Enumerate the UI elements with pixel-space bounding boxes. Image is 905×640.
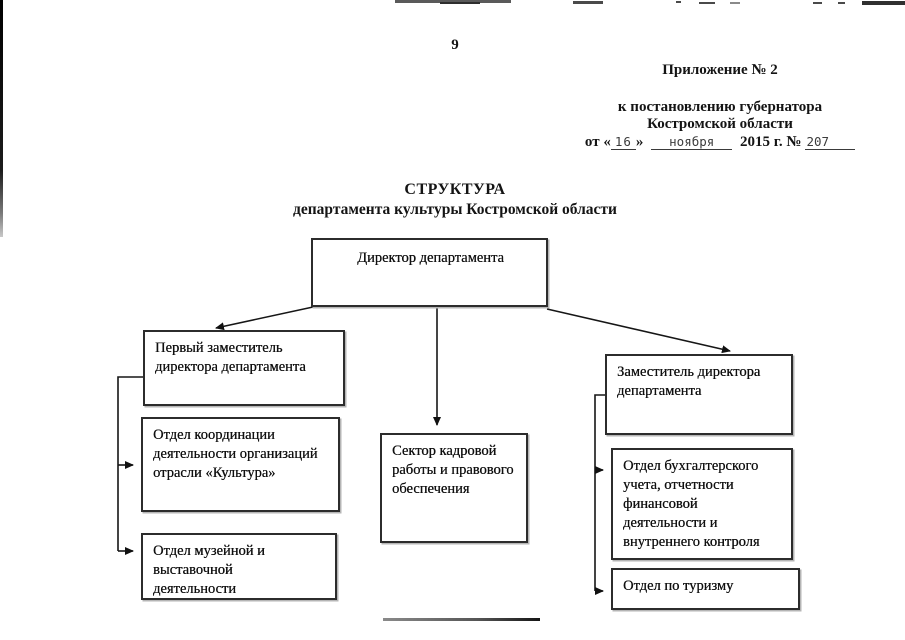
scan-artifact: [440, 2, 480, 4]
scan-artifact: [395, 0, 511, 3]
org-box-label: Директор департамента: [357, 250, 504, 266]
scan-artifact: [838, 2, 845, 4]
scan-edge-artifact: [0, 0, 3, 237]
doc-number-fill: 207: [804, 135, 856, 150]
date-day-fill: 16: [610, 135, 636, 150]
scan-artifact: [699, 2, 715, 4]
org-box-label: Отдел по туризму: [623, 578, 734, 594]
page-number: 9: [451, 37, 459, 53]
org-box-label: Отдел музейной и выставочной деятельност…: [153, 543, 265, 597]
scan-artifact: [862, 1, 905, 5]
org-box-label: Отдел бухгалтерского учета, отчетности ф…: [623, 458, 760, 550]
org-box-label: Первый заместитель директора департамент…: [155, 340, 306, 375]
org-box-first-deputy: Первый заместитель директора департамент…: [143, 330, 345, 406]
document-title: СТРУКТУРА: [404, 181, 506, 198]
cutoff-box-edge: [383, 618, 540, 621]
date-month-fill: ноября: [651, 135, 733, 150]
scan-artifact: [813, 2, 822, 4]
scan-artifact: [573, 1, 603, 4]
date-prefix: от «: [584, 134, 611, 150]
appendix-block: Приложение № 2 к постановлению губернато…: [555, 62, 885, 151]
org-box-coordination: Отдел координации деятельности организац…: [141, 417, 340, 512]
document-subtitle: департамента культуры Костромской област…: [293, 201, 617, 218]
org-box-label: Отдел координации деятельности организац…: [153, 427, 318, 481]
org-box-accounting: Отдел бухгалтерского учета, отчетности ф…: [611, 448, 793, 560]
scan-artifact: [676, 1, 681, 3]
org-box-museum: Отдел музейной и выставочной деятельност…: [141, 533, 337, 600]
org-box-hr-legal: Сектор кадровой работы и правового обесп…: [380, 433, 528, 543]
org-box-tourism: Отдел по туризму: [611, 568, 800, 610]
org-box-deputy: Заместитель директора департамента: [605, 354, 793, 435]
org-box-director: Директор департамента: [311, 238, 548, 307]
org-box-label: Сектор кадровой работы и правового обесп…: [392, 443, 514, 497]
scan-artifact: [730, 2, 740, 4]
date-close-quote: »: [635, 134, 644, 150]
appendix-line-region: Костромской области: [647, 116, 793, 132]
org-box-label: Заместитель директора департамента: [617, 364, 761, 399]
date-year-label: 2015 г. №: [740, 134, 802, 150]
appendix-title: Приложение № 2: [662, 62, 778, 78]
appendix-line-governor: к постановлению губернатора: [617, 99, 823, 115]
